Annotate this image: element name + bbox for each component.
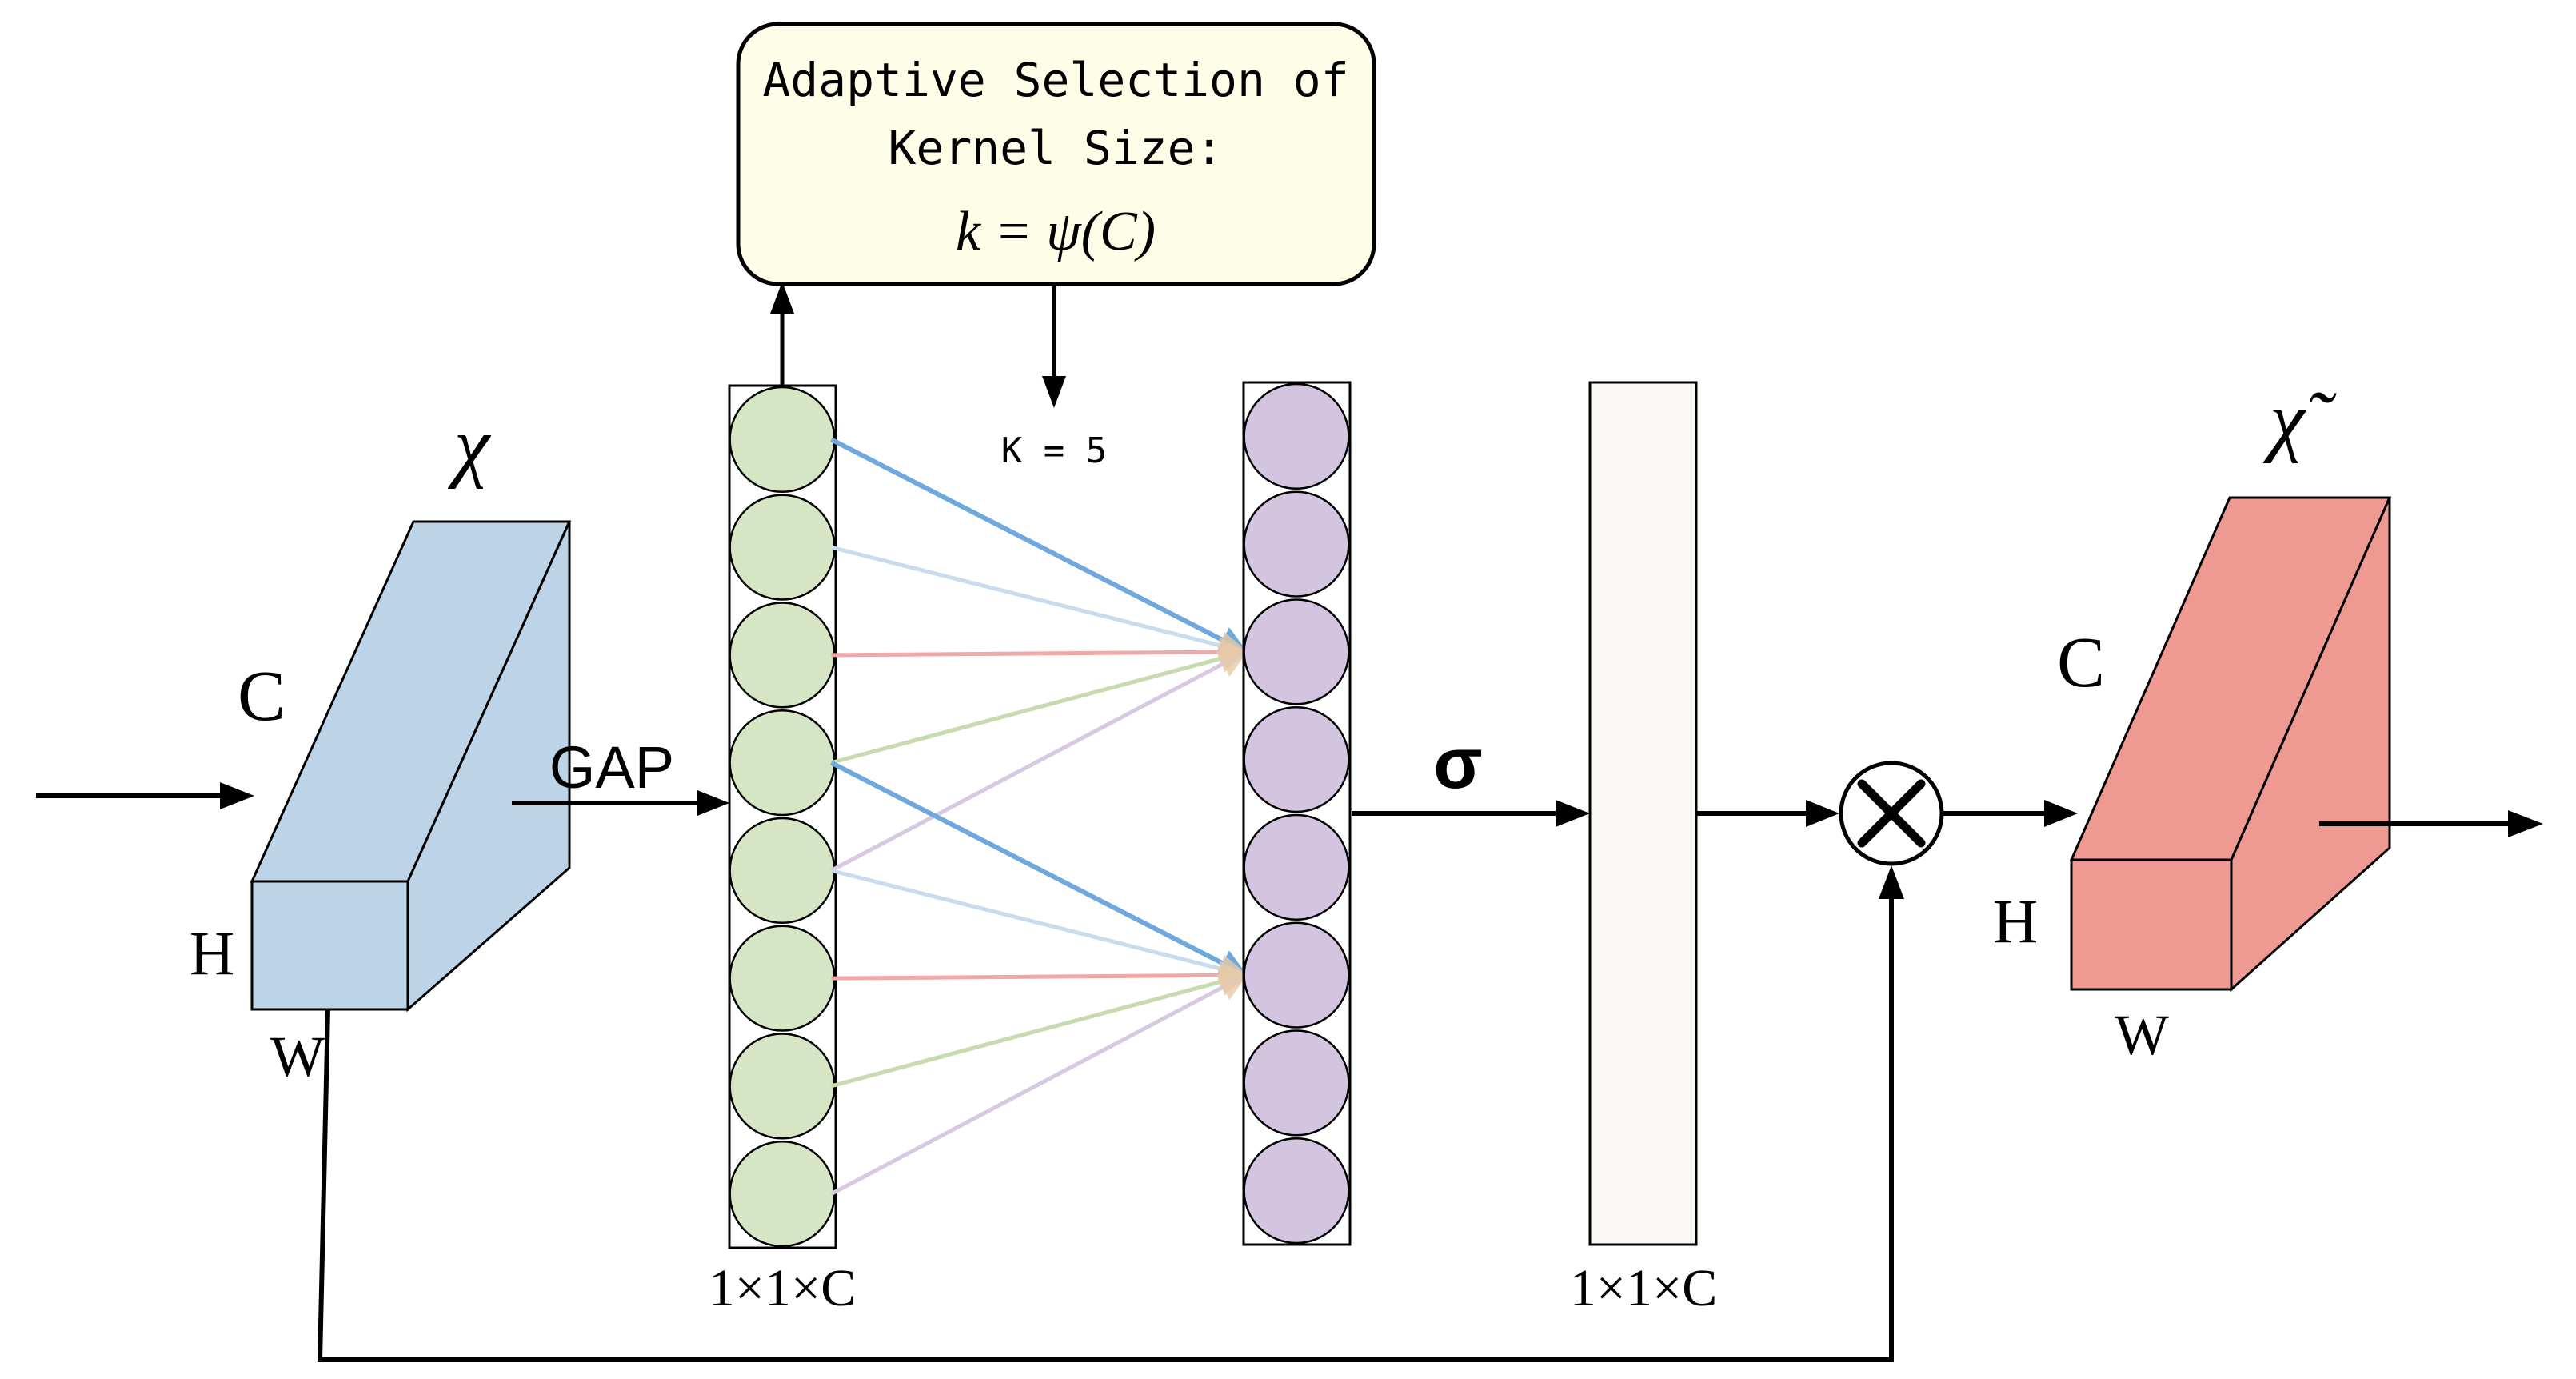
gap-vector-label: 1×1×C xyxy=(709,1259,856,1317)
kernel-size-box: Adaptive Selection of Kernel Size: k = ψ… xyxy=(736,22,1376,286)
gap-vector-node xyxy=(729,494,836,601)
connection-line xyxy=(830,760,1248,977)
connection-line xyxy=(830,644,1249,765)
conv-vector-node xyxy=(1243,921,1350,1029)
connection-line xyxy=(830,868,1249,983)
skip-arrow-head-icon xyxy=(1879,865,1904,899)
skip-connection xyxy=(317,896,1894,1362)
output-tensor-label-c: C xyxy=(2057,623,2105,702)
weight-vector-label: 1×1×C xyxy=(1570,1259,1717,1317)
conv-vector-node xyxy=(1243,490,1350,598)
connection-line xyxy=(830,545,1249,660)
kernel-box-line1: Adaptive Selection of xyxy=(762,53,1348,107)
kernel-box-frame xyxy=(736,22,1376,286)
conv-vector-frame xyxy=(1242,381,1352,1246)
multiply-icon-stroke2 xyxy=(1857,779,1926,848)
gap-vector xyxy=(728,384,837,1249)
gap-vector-node xyxy=(729,386,836,493)
output-arrow-head-icon xyxy=(2508,810,2543,837)
weight-vector xyxy=(1588,381,1698,1246)
conv-vector-node xyxy=(1243,1029,1350,1137)
gap-vector-node xyxy=(729,709,836,817)
gap-vector-node xyxy=(729,1033,836,1140)
connection-line xyxy=(830,973,1248,1196)
kernel-connections xyxy=(830,437,1249,1196)
gap-arrow-head-icon xyxy=(697,790,729,816)
connection-line xyxy=(831,638,1249,667)
kernel-value-label: K = 5 xyxy=(1001,430,1107,471)
input-tensor-label-c: C xyxy=(238,657,286,736)
sigma-label: σ xyxy=(1433,724,1483,804)
input-tensor-label-h: H xyxy=(190,918,234,988)
connection-line xyxy=(830,650,1248,873)
output-tensor-symbol: χ̃ xyxy=(2262,375,2337,464)
arrow-down-head-icon xyxy=(1042,376,1066,408)
input-tensor-front-face xyxy=(250,880,409,1011)
output-tensor: χ̃ C H W xyxy=(1993,375,2392,1067)
input-tensor-symbol: χ xyxy=(447,401,492,490)
connection-line xyxy=(830,437,1248,654)
kernel-box-line2: Kernel Size: xyxy=(888,121,1223,175)
connection-line xyxy=(830,968,1249,1089)
output-in-arrow-head-icon xyxy=(2044,800,2078,827)
gap-label: GAP xyxy=(549,734,674,801)
output-tensor-label-w: W xyxy=(2115,1003,2169,1067)
kernel-formula: k = ψ(C) xyxy=(956,201,1156,262)
multiply-node xyxy=(1839,761,1944,866)
output-tensor-front-face xyxy=(2070,858,2233,991)
gap-vector-node xyxy=(729,602,836,709)
weight-arrow-head-icon xyxy=(1806,800,1839,827)
arrow-up-head-icon xyxy=(770,282,794,314)
conv-vector-node xyxy=(1243,598,1350,705)
gap-vector-node xyxy=(729,925,836,1032)
conv-vector-node xyxy=(1243,706,1350,813)
gap-vector-node xyxy=(729,1141,836,1248)
input-arrow-head-icon xyxy=(220,782,254,809)
conv-vector-node xyxy=(1243,813,1350,921)
input-tensor-label-w: W xyxy=(270,1025,325,1089)
connection-line xyxy=(831,961,1249,990)
conv-vector-node xyxy=(1243,1137,1350,1245)
gap-vector-node xyxy=(729,817,836,924)
conv-vector xyxy=(1242,381,1352,1246)
output-tensor-label-h: H xyxy=(1993,886,2038,956)
conv-vector-node xyxy=(1243,382,1350,490)
sigma-arrow-head-icon xyxy=(1556,800,1590,827)
input-tensor: χ C H W xyxy=(190,401,572,1089)
gap-vector-frame xyxy=(728,384,837,1249)
